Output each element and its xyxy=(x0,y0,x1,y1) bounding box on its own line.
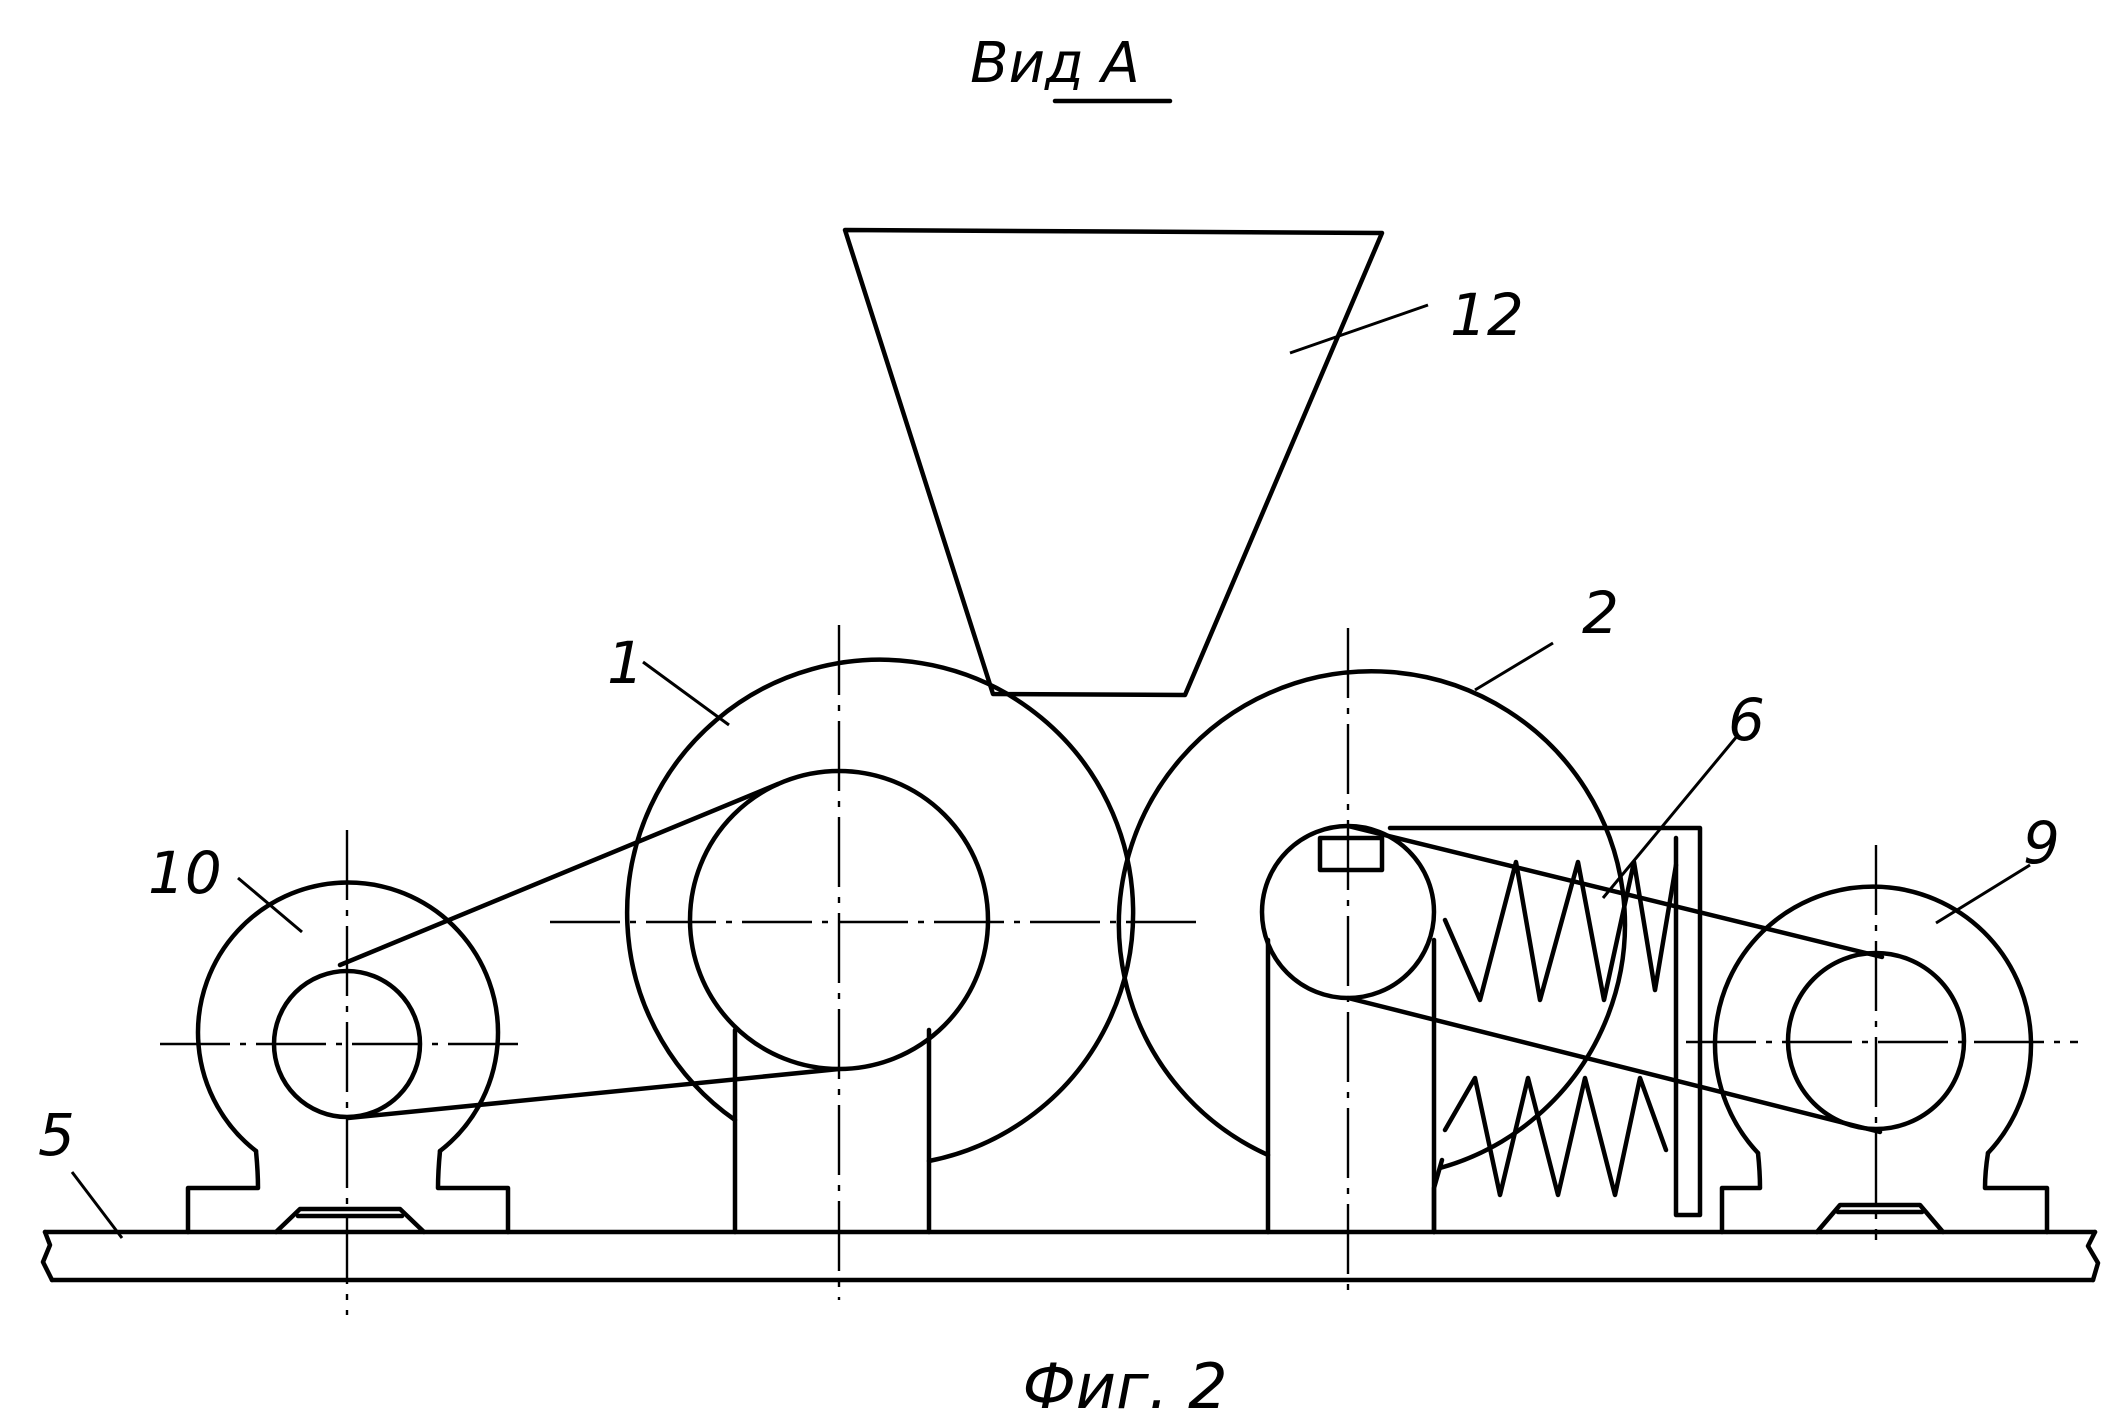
spring xyxy=(1442,859,1679,1198)
label-roller-1: 1 xyxy=(607,629,644,697)
base-plate xyxy=(40,1229,2101,1283)
roller-2 xyxy=(1116,669,1628,1235)
drive-belt-left xyxy=(337,781,842,1121)
figure-caption: Фиг. 2 xyxy=(1022,1350,1227,1421)
label-pulley-10: 10 xyxy=(148,839,222,907)
drive-belt-right xyxy=(1345,823,1885,1135)
label-roller-2: 2 xyxy=(1582,579,1619,647)
label-hopper-12: 12 xyxy=(1450,281,1524,349)
roller-1 xyxy=(624,657,1136,1235)
spring-bracket xyxy=(1387,825,1703,1235)
label-pulley-9: 9 xyxy=(2023,809,2060,877)
leader-lines xyxy=(70,303,2031,1239)
centerlines xyxy=(160,625,2078,1315)
hopper xyxy=(842,227,1385,698)
motor-housing-right xyxy=(1712,884,2050,1235)
label-base-5: 5 xyxy=(38,1101,75,1169)
label-spring-6: 6 xyxy=(1728,686,1765,754)
view-title: Вид А xyxy=(970,31,1140,96)
